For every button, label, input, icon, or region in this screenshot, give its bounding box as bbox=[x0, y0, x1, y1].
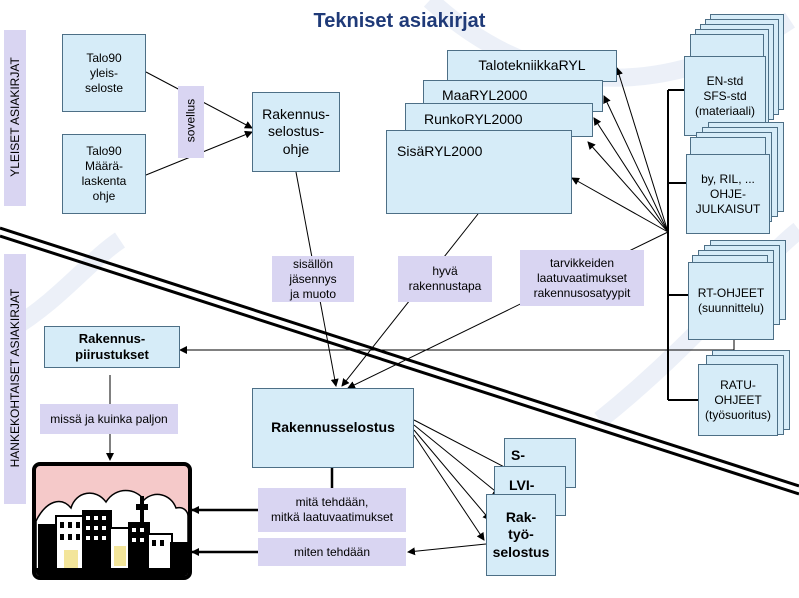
sidebar-project-label: HANKEKOHTAISET ASIAKIRJAT bbox=[8, 288, 22, 468]
tarvikkeiden-label: tarvikkeiden laatuvaatimukset rakennusos… bbox=[520, 250, 644, 306]
by-ril-box: by, RIL, ... OHJE- JULKAISUT bbox=[686, 154, 770, 234]
hyva-rakennustapa-label: hyvä rakennustapa bbox=[398, 256, 492, 302]
talo90-yleisseloste-box: Talo90 yleis- seloste bbox=[62, 34, 146, 112]
mita-tehdaan-label: mitä tehdään, mitkä laatuvaatimukset bbox=[258, 488, 406, 532]
page-title: Tekniset asiakirjat bbox=[313, 10, 486, 32]
ratu-stack: RATU- OHJEET (työsuoritus) bbox=[698, 350, 792, 440]
talotekniikka-ryl-box: TalotekniikkaRYL bbox=[447, 50, 617, 82]
sisa-ryl-box: SisäRYL2000 bbox=[386, 130, 572, 214]
rakennusselostus-box: Rakennusselostus bbox=[252, 388, 414, 468]
sidebar-project: HANKEKOHTAISET ASIAKIRJAT bbox=[4, 254, 26, 504]
divider-line bbox=[0, 226, 799, 496]
sisallon-jasennys-label: sisällön jäsennys ja muoto bbox=[272, 256, 354, 302]
ratu-ohjeet-box: RATU- OHJEET (työsuoritus) bbox=[698, 364, 778, 436]
city-skyline-icon bbox=[36, 489, 188, 576]
sidebar-general-label: YLEISET ASIAKIRJAT bbox=[8, 57, 22, 177]
sidebar-general: YLEISET ASIAKIRJAT bbox=[4, 30, 26, 206]
by-ril-stack: by, RIL, ... OHJE- JULKAISUT bbox=[686, 122, 786, 238]
rt-ohjeet-stack: RT-OHJEET (suunnittelu) bbox=[688, 240, 788, 346]
city-skyline-image bbox=[32, 462, 192, 580]
rak-tyoselostus-sheet: Rak- työ- selostus bbox=[486, 494, 556, 576]
missa-kuinka-paljon-label: missä ja kuinka paljon bbox=[40, 404, 178, 434]
miten-tehdaan-label: miten tehdään bbox=[258, 538, 406, 566]
talo90-maaralaskenta-box: Talo90 Määrä- laskenta ohje bbox=[62, 134, 146, 214]
rakennusselostusohje-box: Rakennus- selostus- ohje bbox=[252, 92, 340, 172]
rt-ohjeet-box: RT-OHJEET (suunnittelu) bbox=[688, 262, 774, 340]
sovellus-label-text: sovellus bbox=[183, 98, 198, 143]
rakennuspiirustukset-box: Rakennus- piirustukset bbox=[44, 326, 180, 368]
sovellus-label: sovellus bbox=[178, 86, 204, 158]
en-std-stack: EN-std SFS-std (materiaali) bbox=[684, 14, 784, 136]
